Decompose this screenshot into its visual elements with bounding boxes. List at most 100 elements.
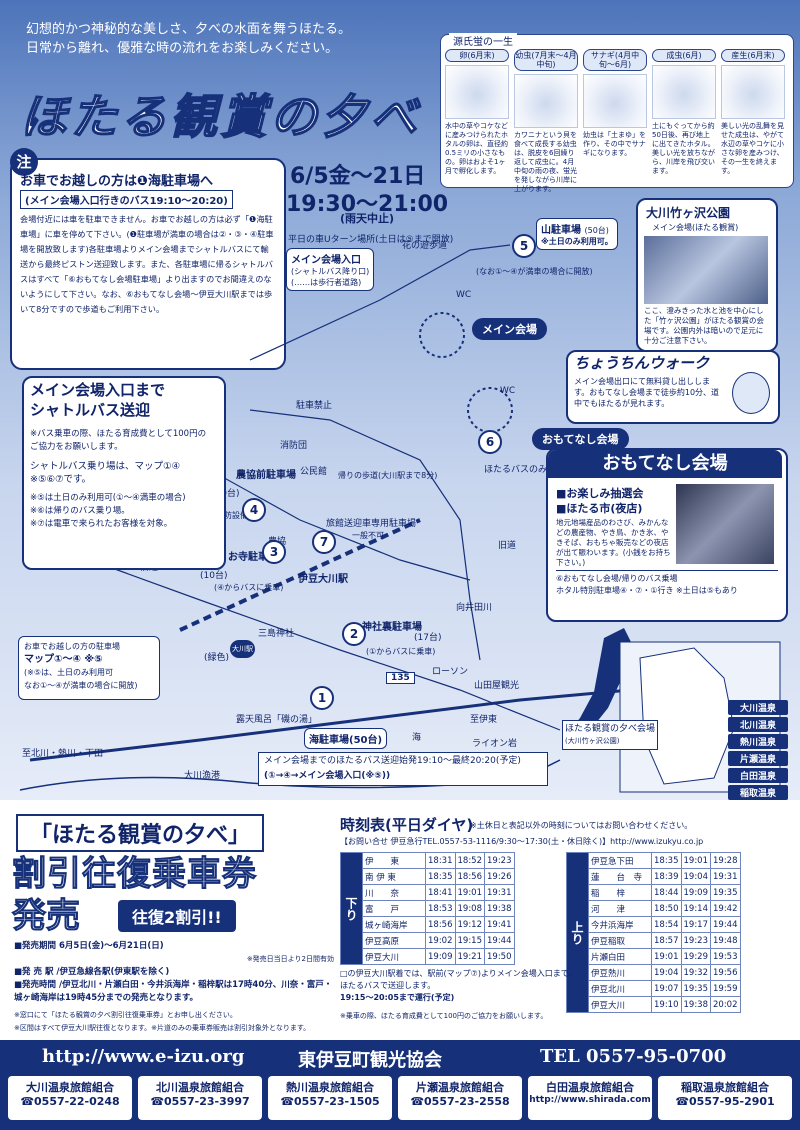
mishima-label: 三島神社 <box>258 629 295 639</box>
shuttle-fee-note: ※バス乗車の際、ほたる育成費として100円のご協力をお願いします。 <box>30 429 207 452</box>
shuttle-note-6: ※⑥は帰りのバス乗り場。 <box>30 506 130 516</box>
stage-pupa-name: サナギ(4月中旬〜6月) <box>583 49 647 71</box>
map-marker-6: 6 <box>478 430 502 454</box>
website-link[interactable]: http://www.e-izu.org <box>42 1046 245 1067</box>
departure-time: 19:44 <box>484 932 515 949</box>
station-name: 伊豆熱川 <box>588 964 652 981</box>
map-marker-5: 5 <box>512 234 536 258</box>
stage-laying-text: 美しい光の乱舞を見せた成虫は、やがて水辺の草やコケに小さな卵を産みつけ、その一生… <box>721 122 784 175</box>
shuttle-schedule-strip: メイン会場までのほたるバス送迎始発19:10〜最終20:20(予定) (①→④→… <box>258 752 548 786</box>
wc-label-1: WC <box>456 290 472 300</box>
ryokan-name: 稲取温泉旅館組合 <box>681 1081 769 1094</box>
timetable-note: ※土休日と表記以外の時刻についてはお問い合わせください。 <box>470 821 693 830</box>
kyudo-label-2: 旧道 <box>498 541 517 551</box>
yama-parking-label: 山駐車場 <box>541 225 581 236</box>
departure-time: 18:50 <box>651 900 682 917</box>
departure-time: 18:31 <box>425 852 456 869</box>
intro-line-2: 日常から離れ、優雅な時の流れをお楽しみください。 <box>26 41 339 56</box>
timetable-title: 時刻表(平日ダイヤ) <box>340 816 474 834</box>
ryokan-tel: ☎0557-23-1505 <box>280 1095 380 1108</box>
lawson-label: ローソン <box>432 667 469 677</box>
station-name: 河 津 <box>588 900 652 917</box>
ryokan-inatori: 稲取温泉旅館組合☎0557-95-2901 <box>658 1076 792 1120</box>
omotenashi-badge: おもてなし会場 <box>532 428 629 450</box>
onsen-hokkawa: 北川温泉 <box>728 717 788 732</box>
ryokan-name: 片瀬温泉旅館組合 <box>416 1081 504 1094</box>
shuttle-title: メイン会場入口まで シャトルバス送迎 <box>30 380 165 420</box>
timetable-foot-3: ※乗車の際、ほたる育成費として100円のご協力をお願いします。 <box>340 1012 548 1020</box>
road-main <box>249 409 481 661</box>
lifecycle-panel: 源氏蛍の一生 卵(6月末) 水中の草やコケなどに産みつけられたホタルの卵は、直径… <box>440 33 794 193</box>
uturn-label: 平日の車Uターン場所(土日は⑤まで開放) <box>288 235 454 245</box>
departure-time: 19:31 <box>484 884 515 901</box>
station-name: 今井浜海岸 <box>588 916 652 933</box>
event-time: 19:30〜21:00 <box>286 192 449 217</box>
to-ito-label: 至伊東 <box>470 715 498 725</box>
departure-time: 18:54 <box>651 916 682 933</box>
jinja-parking-label: 神社裏駐車場 <box>362 622 422 633</box>
hotaru-bus-label: ほたるバスのみ <box>484 465 548 475</box>
map-marker-1: 1 <box>310 686 334 710</box>
nokyo-parking-label: 農協前駐車場 <box>236 470 296 481</box>
shuttle-note-7: ※⑦は電車で来られたお客様を対象。 <box>30 519 173 529</box>
departure-time: 18:39 <box>651 868 682 885</box>
departure-time: 19:12 <box>454 916 485 933</box>
departure-time: 18:53 <box>425 900 456 917</box>
departure-time: 18:52 <box>454 852 485 869</box>
car-parking-line1: お車でお越しの方の駐車場 <box>24 642 120 651</box>
shuttle-title-line1: メイン会場入口まで <box>30 381 166 399</box>
kominkan-label: 公民館 <box>300 467 328 477</box>
ryokan-hokkawa: 北川温泉旅館組合☎0557-23-3997 <box>138 1076 262 1120</box>
lantern-character-icon <box>732 372 770 414</box>
omotenashi-bus-line2: ホタル特別駐車場④・⑦・①行き ※土日は⑤もあり <box>556 586 738 595</box>
station-name: 伊 東 <box>362 852 426 869</box>
shuttle-info-box <box>22 376 226 570</box>
stage-adult-text: 土にもぐってから約50日後、再び地上に出てきたホタル。美しい光を放ちながら、川岸… <box>652 122 715 175</box>
stage-pupa-text: 幼虫は「土まゆ」を作り、その中でサナギになります。 <box>583 131 646 157</box>
departure-time: 18:35 <box>425 868 456 885</box>
stage-larva-text: カワニナという貝を食べて成長する幼虫は、脱皮を6回繰り返して成虫に。4月中旬の雨… <box>514 131 577 193</box>
ticket-discount: 往復2割引!! <box>118 900 236 932</box>
shuttle-title-line2: シャトルバス送迎 <box>30 401 151 419</box>
departure-time: 19:59 <box>710 980 741 997</box>
japan-outline <box>562 628 634 748</box>
ticket-title-3: 発売 <box>12 896 81 937</box>
ryokan-url[interactable]: http://www.shirada.com <box>529 1095 651 1105</box>
adult-firefly-illustration-icon <box>652 65 716 119</box>
shuttle-strip-line1: メイン会場までのほたるバス送迎始発19:10〜最終20:20(予定) <box>264 756 521 766</box>
park-photo <box>644 236 768 304</box>
ryokan-name: 大川温泉旅館組合 <box>26 1081 114 1094</box>
map-marker-3: 3 <box>262 540 286 564</box>
departure-time: 20:02 <box>710 996 741 1013</box>
departure-time: 19:53 <box>710 948 741 965</box>
event-date: 6/5金〜21日 <box>290 164 426 189</box>
departure-time: 19:48 <box>710 932 741 949</box>
shobo-setsu-label: 消防設備中 <box>216 511 256 520</box>
stage-laying: 産生(6月末) 美しい光の乱舞を見せた成虫は、やがて水辺の草やコケに小さな卵を産… <box>721 49 785 176</box>
departure-time: 19:09 <box>680 884 711 901</box>
chochin-walk-text: メイン会場出口にて無料貸し出しします。おもてなし会場まで徒歩約10分、道中でもほ… <box>574 377 720 408</box>
main-title: ほたる観賞の夕べ <box>19 89 420 146</box>
departure-time: 19:02 <box>425 932 456 949</box>
ryokan-name: 白田温泉旅館組合 <box>546 1081 634 1094</box>
pupa-illustration-icon <box>583 74 647 128</box>
ryokan-tel: ☎0557-95-2901 <box>675 1095 775 1108</box>
night-market-photo <box>676 484 774 564</box>
departure-time: 19:32 <box>680 964 711 981</box>
ryokan-ookawa: 大川温泉旅館組合☎0557-22-0248 <box>8 1076 132 1120</box>
omotenashi-heading: おもてなし会場 <box>548 450 782 478</box>
departure-time: 19:08 <box>454 900 485 917</box>
ticket-note-1: ※窓口にて「ほたる観賞の夕べ割引往復乗車券」とお申し出ください。 <box>14 1011 237 1019</box>
intro-line-1: 幻想的かつ神秘的な美しさ、夕べの水面を舞うほたる。 <box>26 22 352 37</box>
car-parking-text: お車でお越しの方の駐車場 マップ①〜④ ※⑤ (※⑤は、土日のみ利用可 なお①〜… <box>24 640 154 692</box>
omotenashi-item-market: ■ほたる市(夜店) <box>556 502 643 515</box>
otera-note: (④からバスに乗車) <box>214 583 284 592</box>
departure-time: 18:44 <box>651 884 682 901</box>
car-parking-box <box>18 636 160 700</box>
japan-venue-label: ほたる観賞の夕べ会場 (大川竹ヶ沢公園) <box>562 720 659 750</box>
omotenashi-bus-info: ⑥おもてなし会場/帰りのバス乗場 ホタル特別駐車場④・⑦・①行き ※土日は⑤もあ… <box>556 570 778 597</box>
onsen-ookawa: 大川温泉 <box>728 700 788 715</box>
